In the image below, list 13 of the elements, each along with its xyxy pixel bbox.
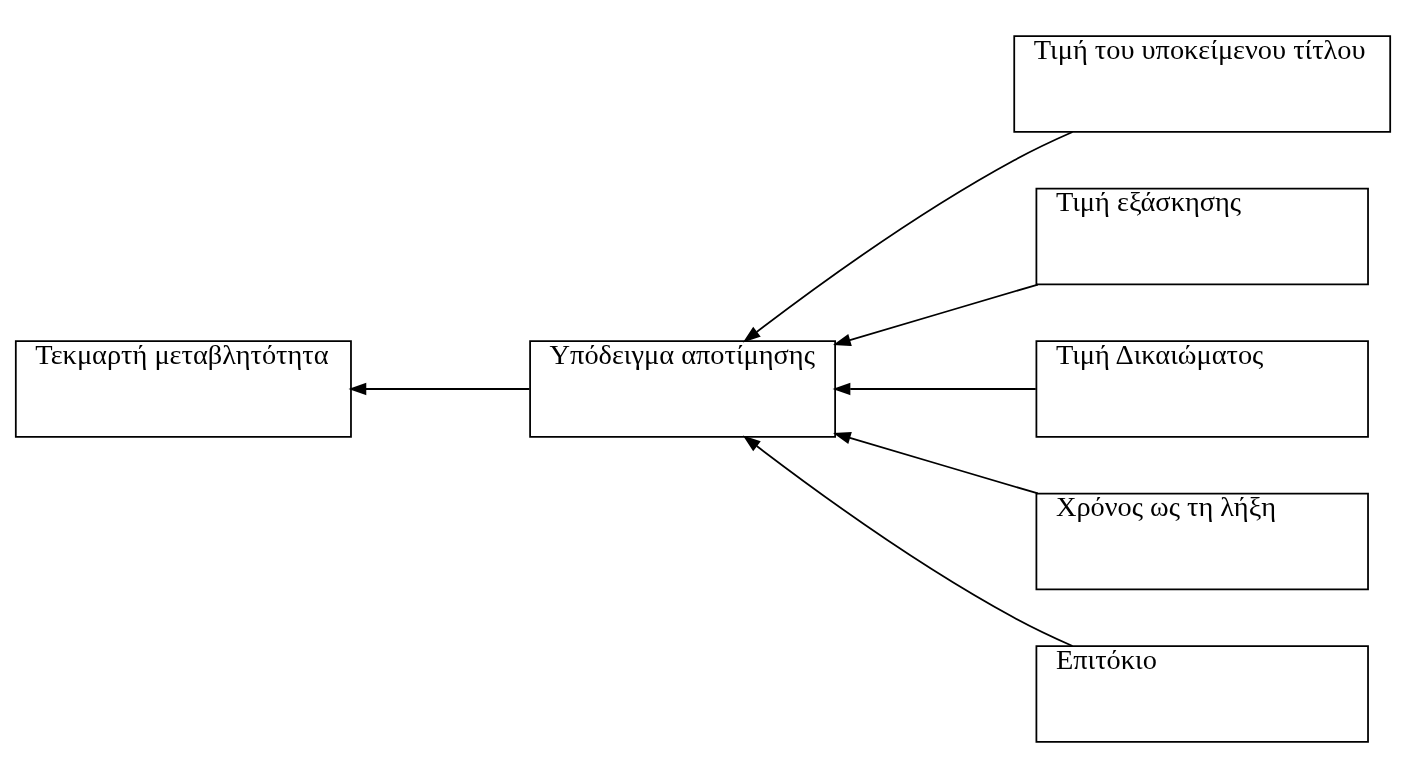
node-box: Τιμή εξάσκησης	[1035, 187, 1369, 285]
node-box: Τιμή Δικαιώματος	[1035, 339, 1369, 438]
arrow	[742, 130, 1074, 343]
node-box: Χρόνος ως τη λήξη	[1035, 492, 1369, 590]
node-box: Επιτόκιο	[1035, 644, 1369, 743]
arrow	[832, 382, 1037, 395]
node-box: Τεκμαρτή μεταβλητότητα	[14, 339, 352, 438]
node-box: Υπόδειγμα αποτίμησης	[529, 339, 836, 438]
arrow	[348, 382, 531, 395]
arrow	[833, 431, 1039, 494]
arrow	[833, 283, 1039, 346]
arrow	[742, 434, 1074, 647]
node-box: Τιμή του υποκείμενου τίτλου	[1013, 34, 1392, 133]
